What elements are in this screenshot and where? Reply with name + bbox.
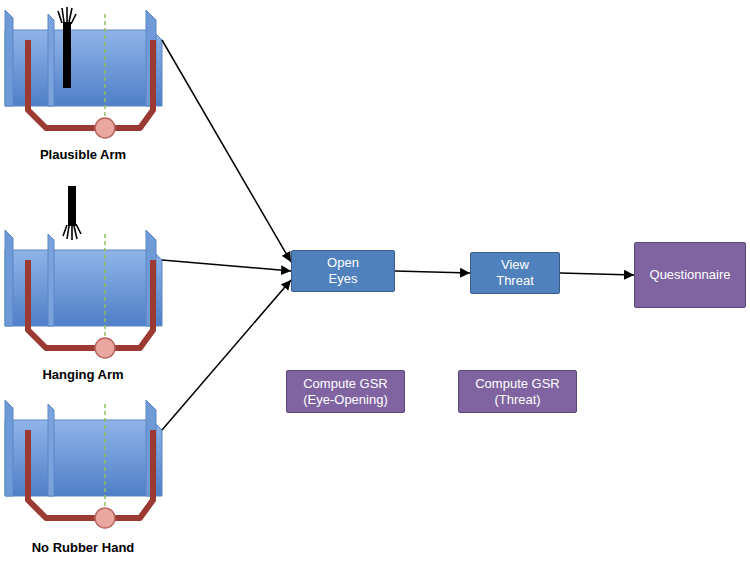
condition-panel: Plausible Arm	[4, 10, 162, 165]
flow-arrow	[162, 280, 291, 430]
condition-label: Plausible Arm	[4, 147, 162, 163]
condition-label: No Rubber Hand	[4, 540, 162, 556]
box-label: Open Eyes	[313, 255, 373, 287]
apparatus	[5, 10, 162, 138]
flow-arrow	[162, 260, 291, 271]
apparatus	[5, 230, 162, 358]
process-box: Open Eyes	[291, 250, 395, 292]
flow-arrow	[560, 273, 634, 275]
rubber-arm	[63, 186, 81, 240]
box-label: Compute GSR (Threat)	[465, 376, 570, 408]
condition-panel: No Rubber Hand	[4, 400, 162, 558]
condition-panel: Hanging Arm	[4, 230, 162, 385]
box-label: Compute GSR (Eye-Opening)	[293, 376, 398, 408]
box-label: Questionnaire	[650, 267, 731, 283]
flow-arrow	[162, 40, 291, 262]
measure-box: Compute GSR (Threat)	[458, 370, 577, 413]
rubber-arm	[58, 7, 76, 88]
condition-label: Hanging Arm	[4, 367, 162, 383]
apparatus	[5, 400, 162, 528]
box-label: View Threat	[485, 257, 545, 289]
measure-box: Compute GSR (Eye-Opening)	[286, 370, 405, 413]
flow-arrow	[395, 271, 470, 273]
process-box: Questionnaire	[634, 242, 746, 308]
process-box: View Threat	[470, 252, 560, 294]
